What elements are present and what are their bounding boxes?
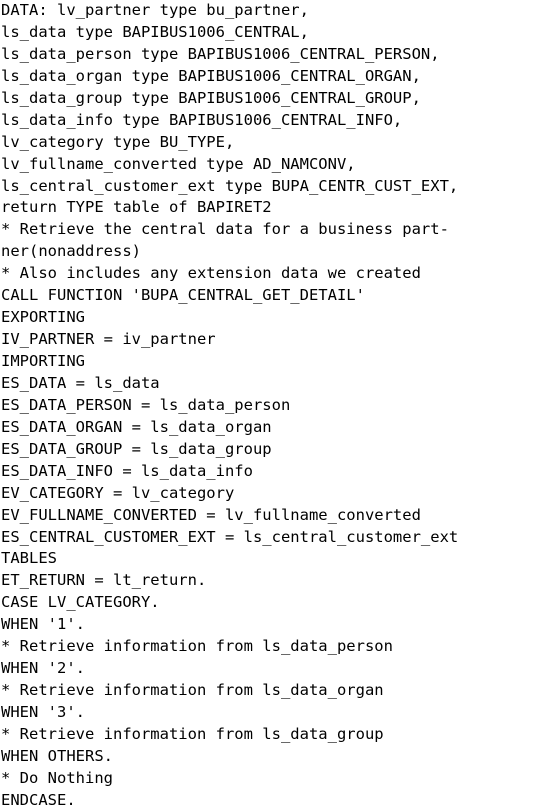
- code-line: return TYPE table of BAPIRET2: [1, 198, 272, 217]
- code-line: CALL FUNCTION 'BUPA_CENTRAL_GET_DETAIL': [1, 286, 365, 305]
- comment-line: * Retrieve information from ls_data_orga…: [1, 681, 384, 700]
- code-line: ES_CENTRAL_CUSTOMER_EXT = ls_central_cus…: [1, 527, 459, 546]
- code-line: ES_DATA = ls_data: [1, 373, 160, 392]
- code-line: ES_DATA_GROUP = ls_data_group: [1, 439, 272, 458]
- code-line: ls_central_customer_ext type BUPA_CENTR_…: [1, 176, 459, 195]
- code-line: WHEN '1'.: [1, 615, 85, 634]
- code-line: lv_fullname_converted type AD_NAMCONV,: [1, 154, 356, 173]
- code-line: ES_DATA_INFO = ls_data_info: [1, 461, 253, 480]
- code-line: ENDCASE.: [1, 790, 76, 809]
- code-line: lv_category type BU_TYPE,: [1, 132, 235, 151]
- code-line: WHEN '3'.: [1, 703, 85, 721]
- code-line: ET_RETURN = lt_return.: [1, 571, 207, 590]
- comment-line: * Do Nothing: [1, 768, 113, 787]
- comment-line: * Also includes any extension data we cr…: [1, 264, 421, 283]
- code-line: WHEN '2'.: [1, 659, 85, 678]
- code-line: ls_data type BAPIBUS1006_CENTRAL,: [1, 22, 309, 41]
- comment-line: ner(nonaddress): [1, 242, 141, 261]
- code-line: WHEN OTHERS.: [1, 746, 113, 765]
- code-line: ls_data_organ type BAPIBUS1006_CENTRAL_O…: [1, 66, 421, 85]
- comment-line: * Retrieve information from ls_data_grou…: [1, 724, 384, 743]
- code-line: IMPORTING: [1, 352, 85, 370]
- code-line: ls_data_group type BAPIBUS1006_CENTRAL_G…: [1, 88, 421, 107]
- comment-line: * Retrieve information from ls_data_pers…: [1, 637, 393, 656]
- code-line: EV_CATEGORY = lv_category: [1, 483, 235, 502]
- code-line: ES_DATA_PERSON = ls_data_person: [1, 395, 291, 414]
- code-line: DATA: lv_partner type bu_partner,: [1, 1, 309, 19]
- code-line: ls_data_person type BAPIBUS1006_CENTRAL_…: [1, 44, 440, 63]
- code-line: ES_DATA_ORGAN = ls_data_organ: [1, 417, 272, 436]
- code-line: IV_PARTNER = iv_partner: [1, 330, 216, 349]
- comment-line: * Retrieve the central data for a busine…: [1, 220, 449, 239]
- code-line: EXPORTING: [1, 308, 85, 327]
- code-line: CASE LV_CATEGORY.: [1, 593, 160, 612]
- code-line: EV_FULLNAME_CONVERTED = lv_fullname_conv…: [1, 505, 421, 524]
- code-line: TABLES: [1, 549, 57, 568]
- code-line: ls_data_info type BAPIBUS1006_CENTRAL_IN…: [1, 110, 403, 129]
